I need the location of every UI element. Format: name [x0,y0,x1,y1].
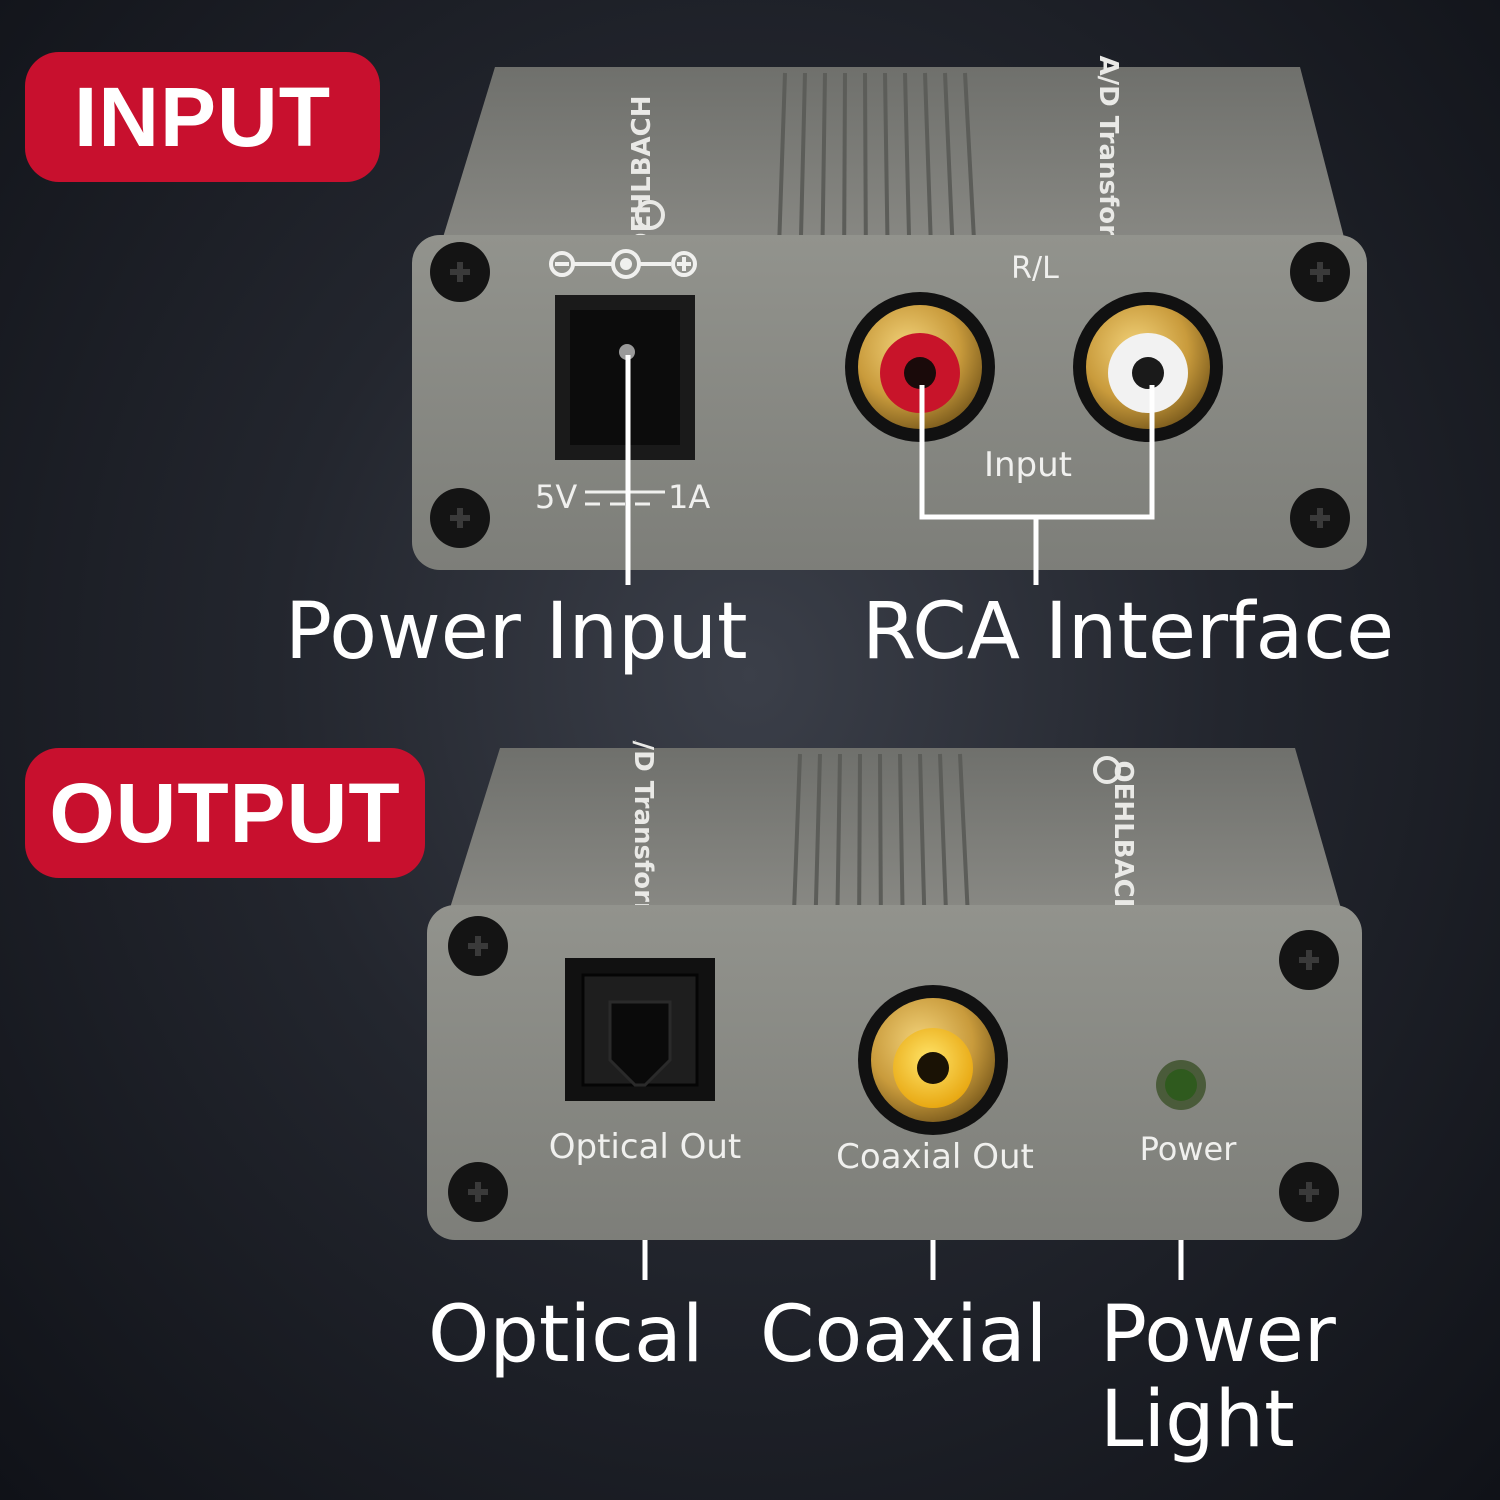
output-badge: OUTPUT [25,748,425,878]
power-label: Power [1140,1130,1238,1168]
callout-coaxial: Coaxial [760,1290,1048,1380]
callout-power-light-line1: Power [1100,1290,1336,1380]
device-top-cover [440,748,1350,940]
jack-label-rl: R/L [1011,251,1059,286]
input-device: OEHLBACH A/D Transformer 5V 1A R/L [412,55,1367,570]
rca-jack-yellow [858,985,1008,1135]
coaxial-out-label: Coaxial Out [836,1137,1034,1177]
brand-logo: OEHLBACH [1108,761,1138,920]
callout-power-input: Power Input [285,587,748,677]
power-spec-volts: 5V [535,478,577,516]
rca-jack-white [1073,292,1223,442]
optical-jack [565,958,715,1101]
input-badge: INPUT [25,52,380,182]
brand-logo-circle-icon [635,200,665,230]
brand-logo-circle-icon [1093,756,1121,784]
device-top-cover [430,67,1355,280]
rca-jack-red [845,292,995,442]
callout-rca-interface: RCA Interface [862,587,1395,677]
power-spec-amps: 1A [668,478,710,516]
power-led-icon [1156,1060,1206,1110]
output-device: A/D Transformer OEHLBACH Optical Out Coa… [427,740,1362,1240]
screw-icon [448,916,1339,1222]
optical-out-label: Optical Out [549,1127,742,1167]
callout-optical: Optical [428,1290,704,1380]
input-label: Input [984,445,1072,485]
callout-power-light-line2: Light [1100,1375,1295,1465]
polarity-symbol-icon [549,249,697,279]
